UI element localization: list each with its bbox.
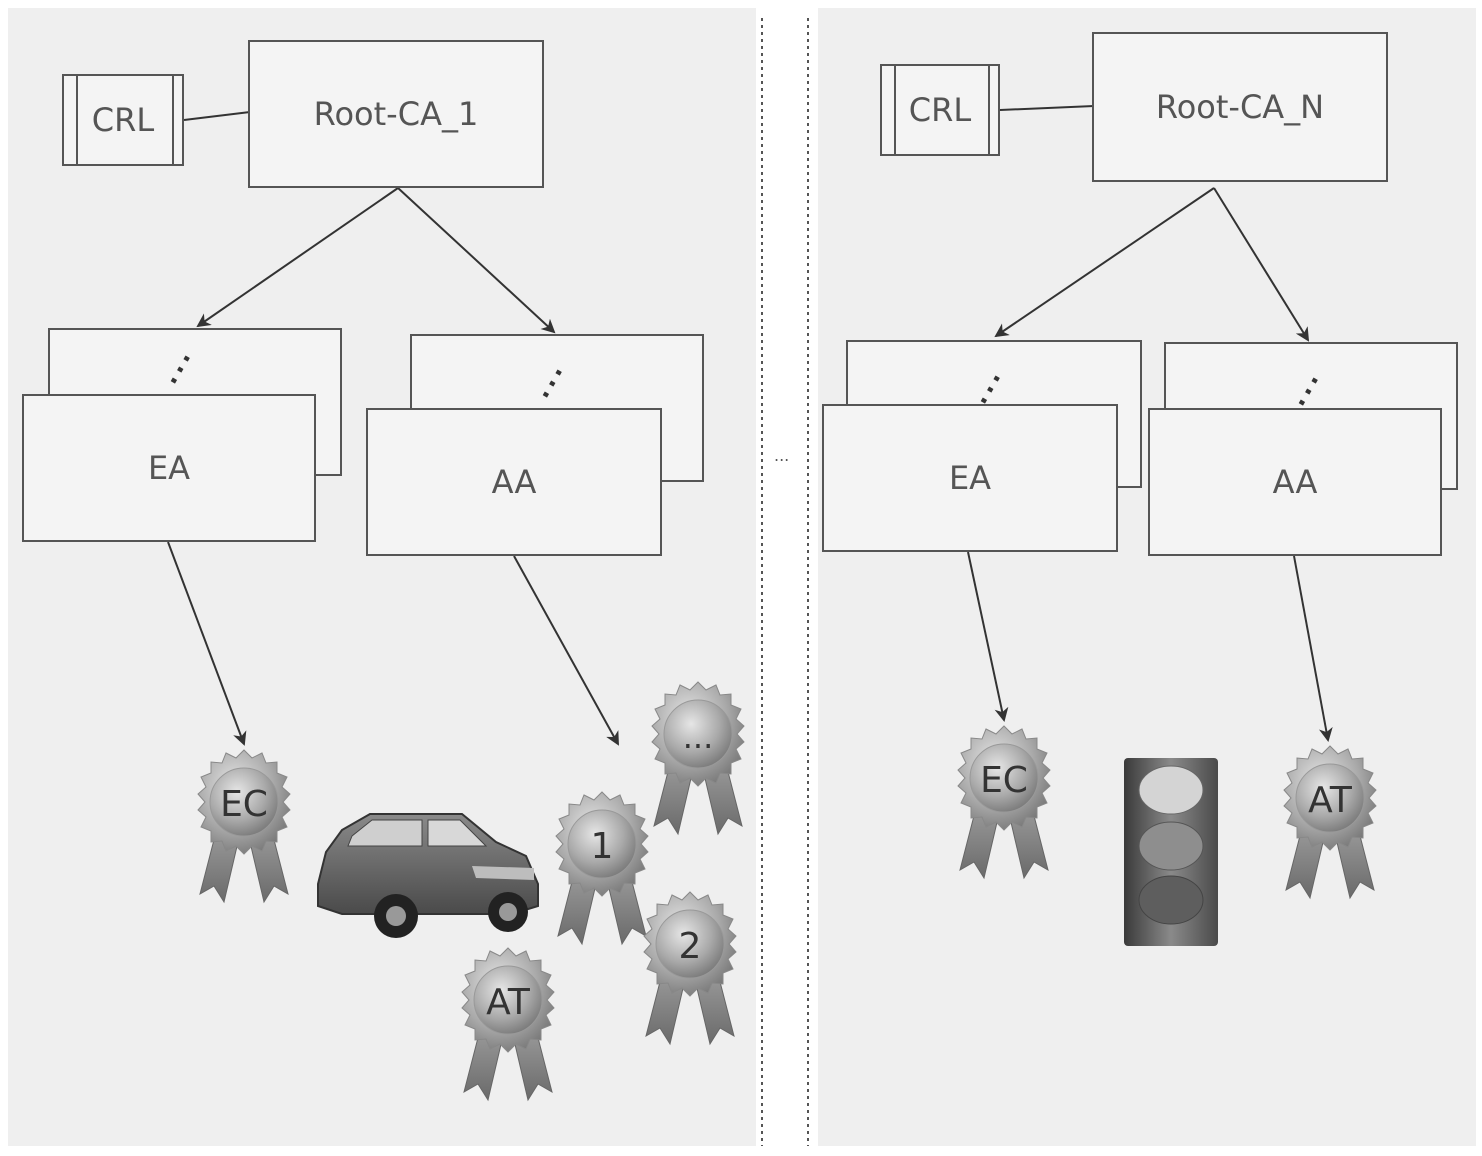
badge-label: 2 bbox=[679, 926, 702, 967]
certificate-badge-icon: EC bbox=[957, 725, 1051, 879]
crl-box: CRL bbox=[880, 64, 1000, 156]
badge-label: ... bbox=[683, 718, 714, 756]
certificate-badge-icon: AT bbox=[461, 947, 555, 1101]
right-panel bbox=[818, 8, 1476, 1146]
root-ca-box: Root-CA_1 bbox=[248, 40, 544, 188]
traffic-light-icon bbox=[1124, 758, 1218, 946]
badge-label: AT bbox=[486, 982, 531, 1023]
certificate-badge-icon: 1 bbox=[555, 791, 649, 945]
ea-box: EA bbox=[822, 404, 1118, 552]
root-ca-box: Root-CA_N bbox=[1092, 32, 1388, 182]
certificate-badge-icon: 2 bbox=[643, 891, 737, 1045]
badge-label: 1 bbox=[591, 826, 614, 867]
left-panel bbox=[8, 8, 756, 1146]
aa-box: AA bbox=[366, 408, 662, 556]
aa-box: AA bbox=[1148, 408, 1442, 556]
certificate-badge-icon: ... bbox=[651, 681, 745, 835]
badge-label: AT bbox=[1308, 780, 1353, 821]
car-icon bbox=[317, 813, 539, 938]
badge-label: EC bbox=[220, 784, 268, 825]
certificate-badge-icon: AT bbox=[1283, 745, 1377, 899]
certificate-badge-icon: EC bbox=[197, 749, 291, 903]
separator-ellipsis: ... bbox=[774, 446, 790, 465]
badge-label: EC bbox=[980, 760, 1028, 801]
crl-box: CRL bbox=[62, 74, 184, 166]
ea-box: EA bbox=[22, 394, 316, 542]
